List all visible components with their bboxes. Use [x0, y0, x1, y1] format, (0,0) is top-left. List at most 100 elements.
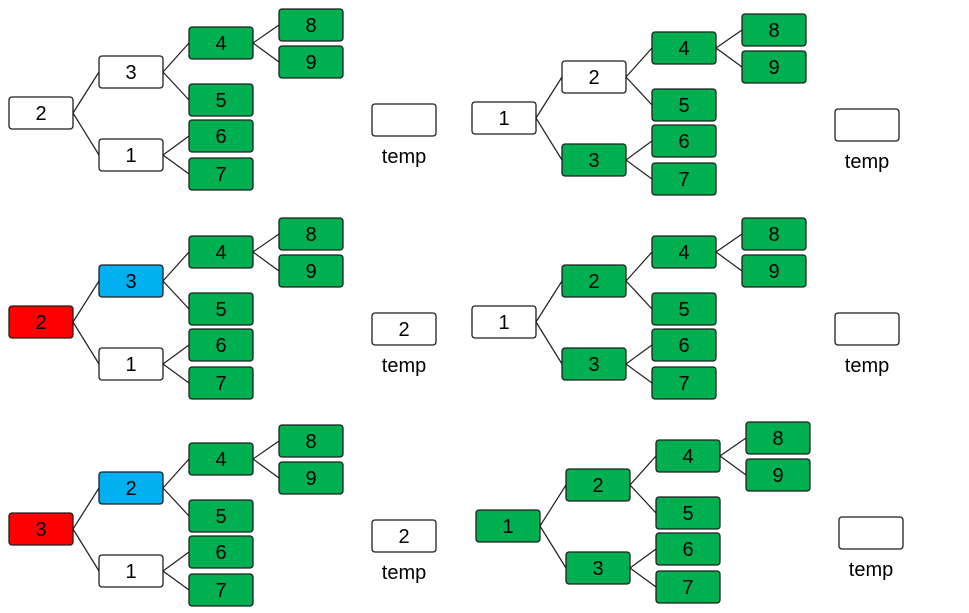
tree-node-left: 2: [561, 264, 627, 298]
tree-node-llr: 9: [278, 254, 344, 288]
temp-box: temp: [834, 108, 900, 173]
node-box: [278, 424, 344, 458]
tree-edge: [625, 344, 653, 365]
node-label: 2: [35, 103, 46, 125]
tree-edge: [252, 440, 280, 460]
tree-edge: [625, 47, 653, 78]
node-label: 1: [498, 108, 509, 130]
tree-node-lr: 5: [188, 83, 254, 117]
tree-edge: [162, 363, 190, 384]
tree-node-llr: 9: [278, 461, 344, 495]
node-box: [278, 45, 344, 79]
node-label: 2: [588, 271, 599, 293]
node-label: 4: [215, 242, 226, 264]
tree-edge: [625, 251, 653, 282]
node-box: [655, 532, 721, 566]
node-label: 5: [678, 299, 689, 321]
tree-node-root: 1: [475, 509, 541, 543]
node-label: 7: [215, 580, 226, 602]
tree-node-lll: 8: [278, 424, 344, 458]
node-label: 6: [215, 335, 226, 357]
tree-node-ll: 4: [655, 439, 721, 473]
tree-edge: [162, 154, 190, 175]
node-box: [188, 328, 254, 362]
temp-label: temp: [382, 562, 426, 584]
node-label: 2: [35, 312, 46, 334]
tree-node-right: 1: [98, 347, 164, 381]
tree-node-rl: 6: [188, 119, 254, 153]
node-box: [188, 235, 254, 269]
tree-node-left: 3: [98, 55, 164, 89]
node-box: [651, 31, 717, 65]
node-box: [188, 499, 254, 533]
node-label: 7: [678, 169, 689, 191]
node-box: [655, 496, 721, 530]
tree-edge: [72, 321, 100, 365]
node-box: [655, 439, 721, 473]
node-box: [651, 328, 717, 362]
tree-node-left: 3: [98, 264, 164, 298]
tree-edge: [162, 551, 190, 572]
node-box: [98, 55, 164, 89]
tree-node-ll: 4: [188, 26, 254, 60]
tree-node-rl: 6: [655, 532, 721, 566]
tree-edge: [535, 117, 563, 161]
node-box: [471, 101, 537, 135]
node-box: [278, 461, 344, 495]
tree-edge: [715, 251, 743, 272]
tree-edge: [252, 458, 280, 479]
node-label: 5: [215, 90, 226, 112]
temp-box: temp: [834, 312, 900, 377]
tree-edge: [162, 135, 190, 156]
tree-node-rr: 7: [188, 366, 254, 400]
node-label: 3: [592, 558, 603, 580]
node-box: [8, 305, 74, 339]
tree-node-right: 3: [561, 347, 627, 381]
node-label: 5: [682, 503, 693, 525]
tree-node-rr: 7: [651, 162, 717, 196]
node-box: [188, 573, 254, 607]
tree-node-ll: 4: [651, 31, 717, 65]
tree-edge: [625, 140, 653, 161]
node-box: [745, 421, 811, 455]
node-label: 9: [305, 261, 316, 283]
node-box: [98, 471, 164, 505]
tree-node-lll: 8: [741, 13, 807, 47]
node-box: [565, 468, 631, 502]
tree-edge: [162, 280, 190, 310]
node-box: [561, 347, 627, 381]
tree-edge: [252, 251, 280, 272]
node-box: [188, 157, 254, 191]
tree-node-llr: 9: [278, 45, 344, 79]
tree-node-lr: 5: [651, 292, 717, 326]
tree-edge: [535, 321, 563, 365]
node-label: 5: [215, 506, 226, 528]
tree-edge: [629, 548, 657, 569]
node-label: 1: [125, 354, 136, 376]
tree-node-rr: 7: [188, 157, 254, 191]
tree-node-root: 3: [8, 512, 74, 546]
temp-box-rect: [371, 103, 437, 137]
tree-edge: [715, 233, 743, 253]
tree-node-right: 1: [98, 138, 164, 172]
tree-edge: [162, 570, 190, 591]
tree-node-ll: 4: [651, 235, 717, 269]
tree-edge: [72, 280, 100, 323]
tree-edge: [72, 528, 100, 572]
node-box: [651, 162, 717, 196]
node-box: [278, 217, 344, 251]
node-box: [651, 124, 717, 158]
temp-box: temp: [838, 516, 904, 581]
tree-edge: [72, 487, 100, 530]
node-label: 4: [682, 446, 693, 468]
node-label: 5: [678, 95, 689, 117]
tree-node-lll: 8: [745, 421, 811, 455]
node-box: [561, 143, 627, 177]
tree-node-right: 1: [98, 554, 164, 588]
temp-value: 2: [398, 319, 409, 341]
node-box: [188, 366, 254, 400]
node-box: [561, 264, 627, 298]
